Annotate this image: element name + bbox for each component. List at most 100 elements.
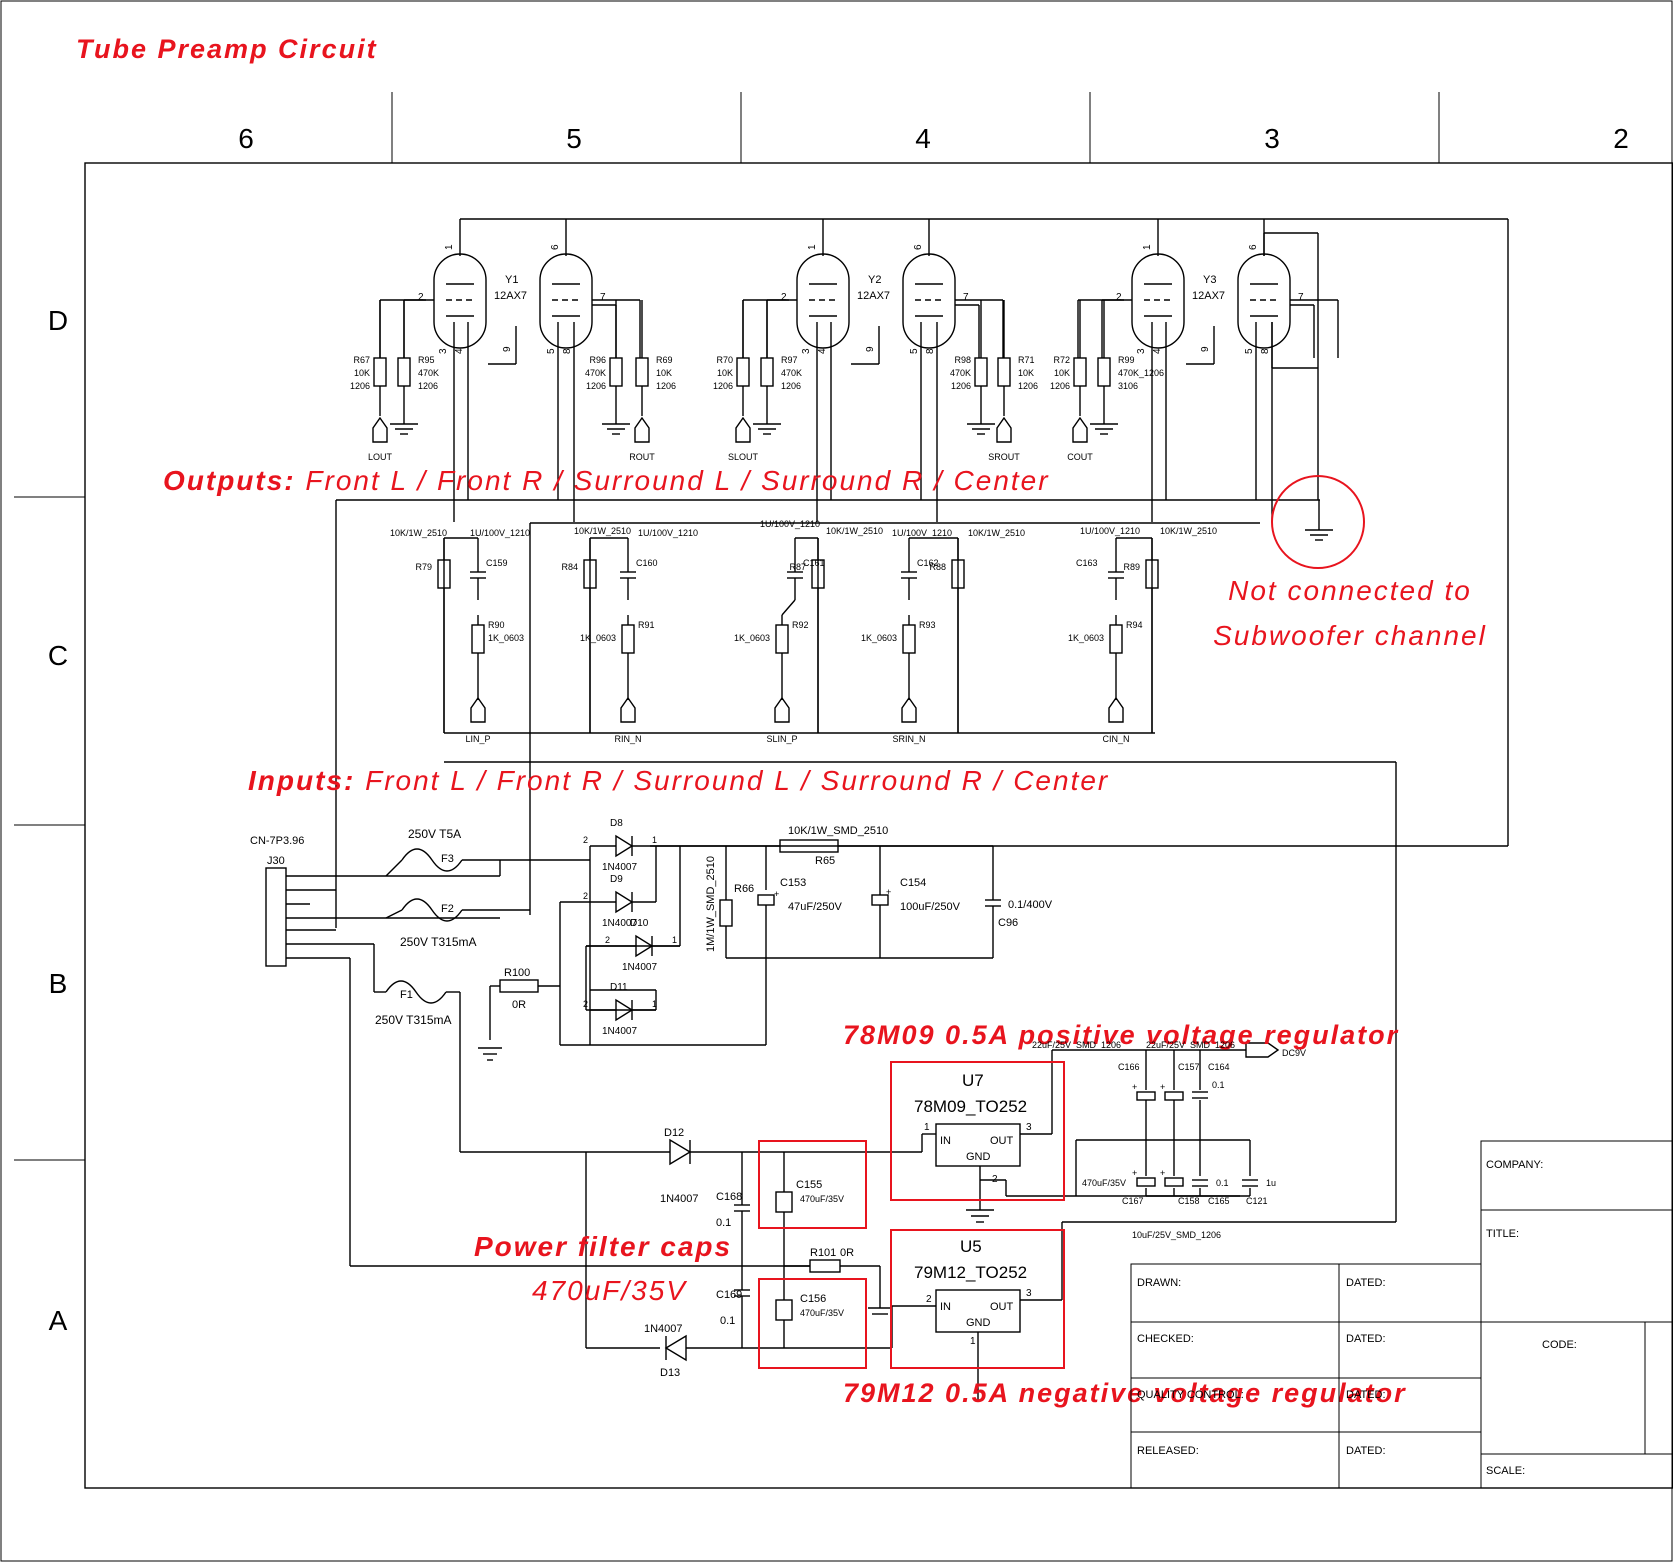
input-port: CIN_N — [1102, 734, 1129, 744]
diode-part: 1N4007 — [622, 962, 657, 973]
r65-ref: R65 — [815, 855, 835, 867]
c153-ref: C153 — [780, 877, 806, 889]
stage-value-label: 10K/1W_2510 — [826, 526, 883, 536]
pin-number: 4 — [454, 348, 465, 354]
c153-value: 47uF/250V — [788, 901, 842, 913]
tube-part: 12AX7 — [494, 290, 527, 302]
output-port: SLOUT — [728, 452, 759, 462]
pin-number: 9 — [1200, 346, 1211, 352]
stage-value-label: 1U/100V_1210 — [892, 528, 952, 538]
hv-supply: D81N4007D91N4007D101N4007D111N4007222211… — [265, 818, 1001, 1267]
diode-ref: D11 — [610, 982, 628, 993]
tb-released: RELEASED: — [1137, 1445, 1199, 1457]
nc-note-line2: Subwoofer channel — [1213, 620, 1487, 651]
cap-plus: + — [1160, 1082, 1165, 1092]
col-label: 2 — [1613, 123, 1629, 154]
pin-number: 4 — [817, 348, 828, 354]
grid-stop-resistor — [471, 624, 485, 654]
tb-title: TITLE: — [1486, 1228, 1519, 1240]
u7-out: OUT — [990, 1135, 1014, 1147]
d12-part: 1N4007 — [660, 1193, 699, 1205]
port-flag — [901, 696, 917, 723]
grid-resistor-value: 470K — [781, 368, 802, 378]
d13-part: 1N4007 — [644, 1323, 683, 1335]
grid-column-labels: 6 5 4 3 2 — [238, 123, 1629, 154]
stage-value-label: 10K/1W_2510 — [574, 526, 631, 536]
pin-number: 2 — [781, 292, 787, 303]
u5-out: OUT — [990, 1301, 1014, 1313]
inputs-annotation: Inputs: Front L / Front R / Surround L /… — [248, 765, 1109, 796]
grid-resistor-ref: R95 — [418, 355, 435, 365]
c154-value: 100uF/250V — [900, 901, 961, 913]
pin-number: 5 — [1244, 348, 1255, 354]
pin-number: 1 — [807, 244, 818, 250]
plate-resistor-ref: R79 — [415, 562, 432, 572]
pin-number: 1 — [444, 244, 455, 250]
coupling-cap-ref: C160 — [636, 558, 658, 568]
fuse-ref: F3 — [441, 853, 454, 865]
pin-number: 3 — [801, 348, 812, 354]
tb-dated: DATED: — [1346, 1389, 1386, 1401]
grid-resistor-ref: R69 — [656, 355, 673, 365]
tb-quality: QUALITY CONTROL: — [1137, 1389, 1244, 1401]
pin-number: 5 — [909, 348, 920, 354]
pin-number: 3 — [1136, 348, 1147, 354]
electrolytic-cap — [1136, 1091, 1156, 1101]
grid-resistor-pkg: 3106 — [1118, 381, 1138, 391]
d13-ref: D13 — [660, 1367, 680, 1379]
port-flag — [996, 416, 1012, 443]
col-label: 5 — [566, 123, 582, 154]
r101-value: 0R — [840, 1247, 854, 1259]
c154-ref: C154 — [900, 877, 926, 889]
input-port: LIN_P — [465, 734, 490, 744]
neg-regulator-note: 79M12 0.5A negative voltage regulator — [843, 1378, 1407, 1408]
diode-ref: D10 — [630, 918, 649, 929]
triode-envelope — [539, 253, 593, 349]
grid-resistor-value: 10K — [656, 368, 672, 378]
tube-part: 12AX7 — [857, 290, 890, 302]
row-label: D — [48, 305, 68, 336]
grid-resistor — [373, 357, 387, 387]
fuse-ref: F1 — [400, 989, 413, 1001]
grid-row-labels: D C B A — [48, 305, 68, 1336]
plate-resistor-ref: R87 — [789, 562, 806, 572]
grid-resistor-ref: R96 — [589, 355, 606, 365]
pin-number: 7 — [963, 292, 969, 303]
cap-plus: + — [1132, 1082, 1137, 1092]
grid-resistor-pkg: 1206 — [418, 381, 438, 391]
r100-value: 0R — [512, 999, 526, 1011]
c167-ref: C167 — [1122, 1196, 1144, 1206]
r65-value: 10K/1W_SMD_2510 — [788, 825, 888, 837]
coupling-cap-ref: C162 — [917, 558, 939, 568]
triode-envelope — [1237, 253, 1291, 349]
coupling-cap-ref: C159 — [486, 558, 508, 568]
pin-number: 6 — [550, 244, 561, 250]
plate-resistor-ref: R84 — [561, 562, 578, 572]
row-label: B — [49, 968, 68, 999]
c121-ref: C121 — [1246, 1196, 1268, 1206]
c169-ref: C169 — [716, 1289, 742, 1301]
plate-resistor-ref: R88 — [929, 562, 946, 572]
pin-number: 2 — [418, 292, 424, 303]
electrolytic-cap — [1164, 1177, 1184, 1187]
stage-value-label: 10K/1W_2510 — [1160, 526, 1217, 536]
connector-part: CN-7P3.96 — [250, 835, 304, 847]
tb-drawn: DRAWN: — [1137, 1277, 1181, 1289]
outputs-annotation: Outputs: Front L / Front R / Surround L … — [163, 465, 1050, 496]
u5-pin: 3 — [1026, 1288, 1032, 1299]
diode-pin: 2 — [583, 835, 588, 845]
cap-plus: + — [774, 889, 779, 899]
pin-number: 6 — [1248, 244, 1259, 250]
bottom-cap-value: 10uF/25V_SMD_1206 — [1132, 1230, 1221, 1240]
pin-number: 5 — [546, 348, 557, 354]
grid-resistor-ref: R99 — [1118, 355, 1135, 365]
stage-value-label: 1U/100V_1210 — [1080, 526, 1140, 536]
tb-dated: DATED: — [1346, 1445, 1386, 1457]
row-label: C — [48, 640, 68, 671]
wire — [781, 599, 796, 616]
grid-resistor — [609, 357, 623, 387]
diode-pin: 1 — [652, 999, 657, 1009]
triode-envelope — [1131, 253, 1185, 349]
